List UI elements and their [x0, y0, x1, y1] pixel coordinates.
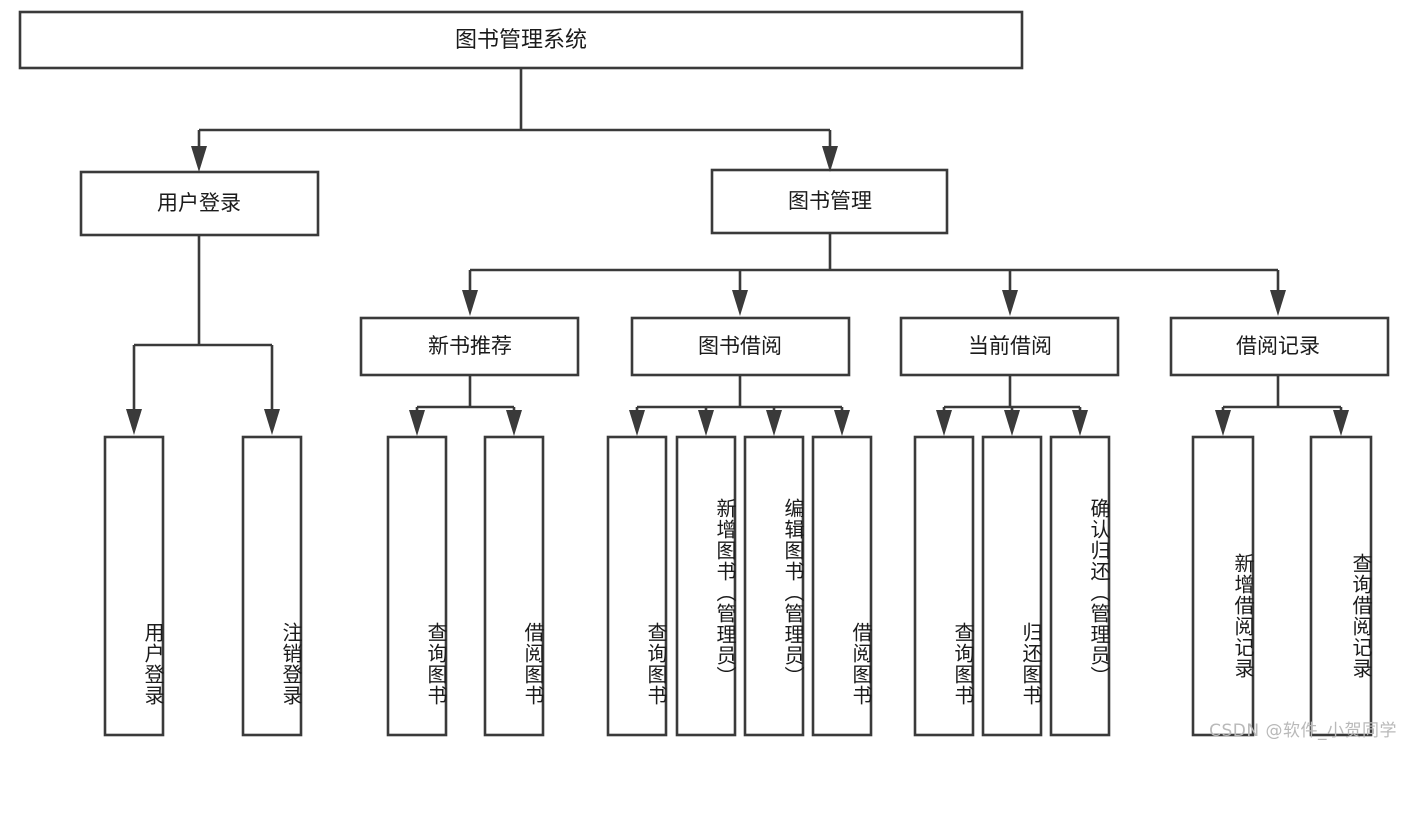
node-box-leaf-user-login[interactable]	[103, 435, 165, 737]
arrow-down-icon-leaf-query-record	[1333, 410, 1349, 436]
arrow-down-icon-leaf-borrow-book-1	[506, 410, 522, 436]
arrow-down-icon-leaf-query-book-2	[629, 410, 645, 436]
arrow-down-icon-leaf-logout	[264, 409, 280, 435]
arrow-down-icon-leaf-add-record	[1215, 410, 1231, 436]
arrow-down-icon-user-login	[191, 146, 207, 172]
arrow-down-icon-leaf-return-book	[1004, 410, 1020, 436]
arrow-down-icon-book-borrow	[732, 290, 748, 316]
label-root: 图书管理系统	[455, 28, 587, 53]
node-box-leaf-return-book[interactable]	[981, 435, 1043, 737]
arrow-down-icon-borrow-record	[1270, 290, 1286, 316]
node-box-current-borrow[interactable]	[899, 316, 1120, 377]
node-box-leaf-borrow-book-1[interactable]	[483, 435, 545, 737]
arrow-down-icon-new-book-recommend	[462, 290, 478, 316]
node-box-leaf-confirm-return[interactable]	[1049, 435, 1111, 737]
diagram-canvas: 图书管理系统 用户登录 图书管理 新书推荐 图书借阅 当前借阅 借阅记录 用户登…	[18, 10, 1397, 741]
label-borrow-record: 借阅记录	[1236, 334, 1320, 358]
node-box-leaf-query-record[interactable]	[1309, 435, 1373, 737]
label-book-borrow: 图书借阅	[698, 334, 782, 358]
arrow-down-icon-leaf-borrow-book-2	[834, 410, 850, 436]
arrow-down-icon-leaf-confirm-return	[1072, 410, 1088, 436]
watermark-text: CSDN @软件_小贺同学	[1209, 721, 1397, 741]
node-box-leaf-query-book-3[interactable]	[913, 435, 975, 737]
node-box-leaf-add-record[interactable]	[1191, 435, 1255, 737]
node-box-user-login[interactable]	[79, 170, 320, 237]
node-box-root[interactable]	[18, 10, 1024, 70]
arrow-down-icon-leaf-add-book	[698, 410, 714, 436]
arrow-down-icon-current-borrow	[1002, 290, 1018, 316]
label-new-book-recommend: 新书推荐	[428, 334, 512, 358]
arrow-down-icon-book-management	[822, 146, 838, 172]
label-book-management: 图书管理	[788, 189, 872, 213]
label-user-login: 用户登录	[157, 191, 241, 215]
label-current-borrow: 当前借阅	[968, 334, 1052, 358]
arrow-down-icon-leaf-query-book-3	[936, 410, 952, 436]
arrow-down-icon-leaf-edit-book	[766, 410, 782, 436]
node-box-leaf-borrow-book-2[interactable]	[811, 435, 873, 737]
node-box-leaf-edit-book[interactable]	[743, 435, 805, 737]
node-box-new-book-recommend[interactable]	[359, 316, 580, 377]
node-box-leaf-query-book-1[interactable]	[386, 435, 448, 737]
tree-diagram-svg: 图书管理系统 用户登录 图书管理 新书推荐 图书借阅 当前借阅 借阅记录	[18, 10, 1390, 737]
node-box-leaf-logout[interactable]	[241, 435, 303, 737]
node-box-borrow-record[interactable]	[1169, 316, 1390, 377]
node-box-leaf-add-book[interactable]	[675, 435, 737, 737]
node-box-leaf-query-book-2[interactable]	[606, 435, 668, 737]
arrow-down-icon-leaf-user-login	[126, 409, 142, 435]
arrow-down-icon-leaf-query-book-1	[409, 410, 425, 436]
